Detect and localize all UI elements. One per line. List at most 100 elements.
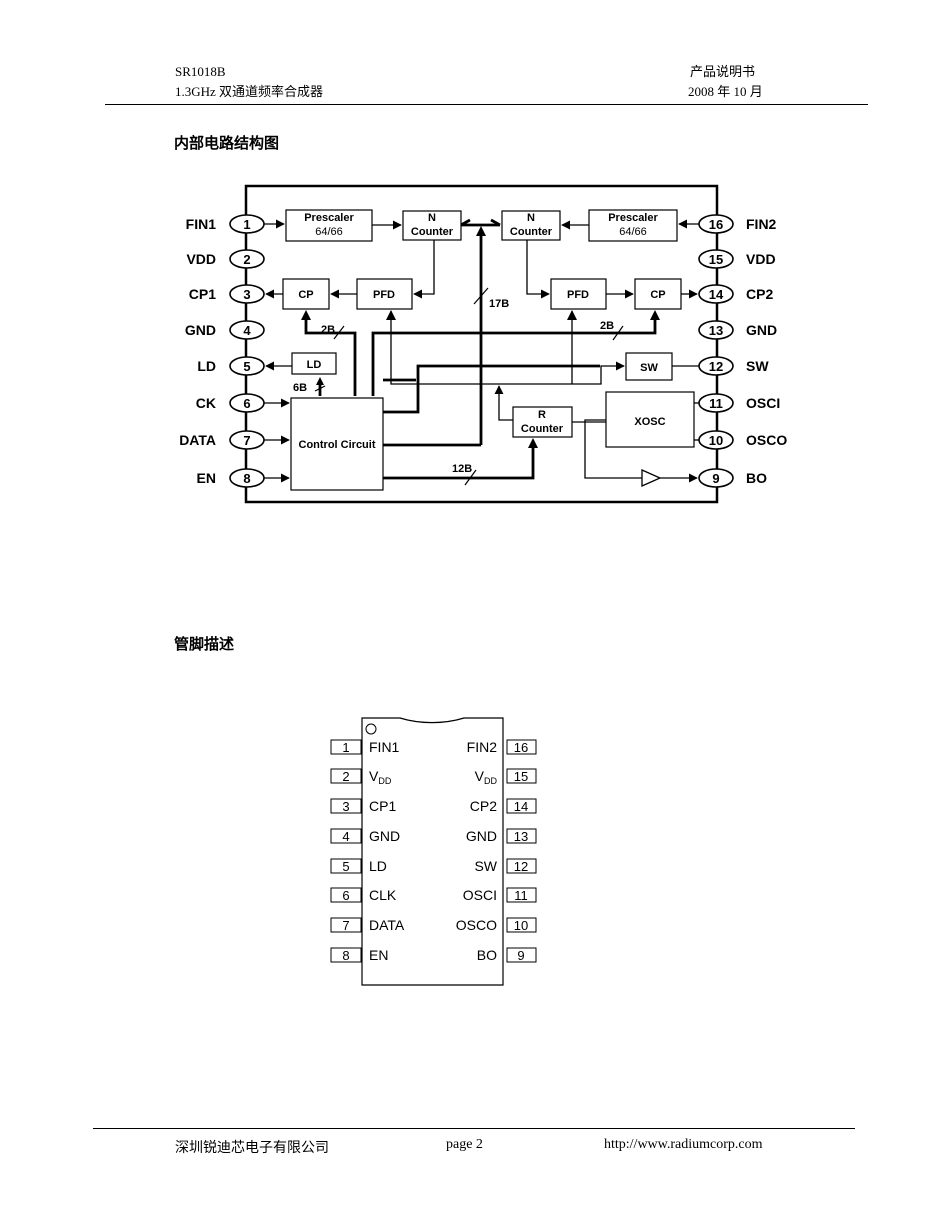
package-right-pin-name: FIN2: [467, 739, 498, 755]
left-pin-name: VDD: [186, 251, 216, 267]
left-pin-number: 5: [243, 359, 250, 374]
doc-model: SR1018B: [175, 64, 226, 79]
r-counter-block: [512, 406, 573, 438]
right-pin-name: OSCO: [746, 432, 787, 448]
package-right-pin-number: 16: [514, 740, 528, 755]
right-pin-number: 10: [709, 433, 723, 448]
pfd2-label: PFD: [567, 289, 589, 301]
bus-2b-right-label: 2B: [600, 320, 614, 332]
footer-rule: [93, 1128, 855, 1129]
package-right-pin-number: 10: [514, 918, 528, 933]
left-pin-name: CP1: [189, 286, 216, 302]
prescaler1-label2: 64/66: [315, 226, 343, 238]
left-pin-name: CK: [196, 395, 216, 411]
prescaler2-label1: Prescaler: [608, 212, 658, 224]
package-right-pin-number: 15: [514, 769, 528, 784]
prescaler2-label2: 64/66: [619, 226, 647, 238]
package-left-pin-box: [330, 887, 362, 903]
package-right-pin-name: CP2: [470, 798, 497, 814]
prescaler1-label1: Prescaler: [304, 212, 354, 224]
right-pin-circle: [698, 284, 734, 304]
package-left-pin-box: [330, 739, 362, 755]
package-left-pin-name: CLK: [369, 887, 397, 903]
prescaler2-block: [588, 209, 678, 242]
left-pin-number: 3: [243, 287, 250, 302]
cp1-block: [282, 278, 330, 310]
left-pin-number: 1: [243, 217, 250, 232]
right-pin-number: 16: [709, 217, 723, 232]
package-left-pin-box: [330, 917, 362, 933]
left-pin-circle: [229, 284, 265, 304]
right-pin-circle: [698, 249, 734, 269]
package-right-pin-name: BO: [477, 947, 497, 963]
package-left-pin-name: DATA: [369, 917, 405, 933]
package-left-pin-box: [330, 798, 362, 814]
chip-outline: [244, 184, 719, 504]
right-pin-circle: [698, 468, 734, 488]
package-right-pin-name: SW: [474, 858, 497, 874]
footer-company: 深圳锐迪芯电子有限公司: [175, 1141, 329, 1156]
left-pin-circle: [229, 320, 265, 340]
package-right-pin-number: 11: [514, 888, 528, 903]
right-pin-name: OSCI: [746, 395, 780, 411]
sw-block: [625, 352, 673, 381]
package-left-pin-name: CP1: [369, 798, 396, 814]
package-right-pin-box: [506, 887, 537, 903]
bus-2b-left-label: 2B: [321, 324, 335, 336]
ld-label: LD: [307, 359, 322, 371]
package-left-pin-number: 5: [342, 859, 349, 874]
right-pin-number: 13: [709, 323, 723, 338]
left-pin-name: FIN1: [186, 216, 217, 232]
r-counter-label2: Counter: [521, 423, 564, 435]
r-counter-label1: R: [538, 409, 546, 421]
left-pin-name: LD: [197, 358, 216, 374]
n2-label2: Counter: [510, 226, 553, 238]
cp2-label: CP: [650, 289, 665, 301]
package-left-pin-name: FIN1: [369, 739, 400, 755]
package-right-pin-box: [506, 947, 537, 963]
xosc-label: XOSC: [634, 416, 665, 428]
package-right-pin-box: [506, 828, 537, 844]
doc-subtitle: 1.3GHz 双通道频率合成器: [175, 84, 324, 99]
control-circuit-label: Control Circuit: [299, 439, 376, 451]
package-right-pin-number: 13: [514, 829, 528, 844]
n1-label1: N: [428, 212, 436, 224]
package-left-pin-number: 4: [342, 829, 349, 844]
package-right-pin-box: [506, 858, 537, 874]
package-right-pin-number: 14: [514, 799, 528, 814]
header-rule: [105, 104, 868, 105]
right-pin-number: 9: [712, 471, 719, 486]
n1-label2: Counter: [411, 226, 454, 238]
left-pin-number: 7: [243, 433, 250, 448]
right-pin-name: BO: [746, 470, 767, 486]
left-pin-number: 4: [243, 323, 251, 338]
package-right-pin-number: 9: [517, 948, 524, 963]
package-right-pin-name: OSCI: [463, 887, 497, 903]
right-pin-name: FIN2: [746, 216, 777, 232]
cp1-label: CP: [298, 289, 313, 301]
block-diagram-title: 内部电路结构图: [174, 134, 280, 152]
package-left-pin-number: 2: [342, 769, 349, 784]
pfd1-label: PFD: [373, 289, 395, 301]
package-right-pin-name: GND: [466, 828, 497, 844]
footer-url: http://www.radiumcorp.com: [604, 1137, 763, 1152]
package-right-pin-box: [506, 768, 537, 784]
package-left-pin-number: 8: [342, 948, 349, 963]
package-left-pin-name: VDD: [369, 768, 392, 786]
bus-6b-label: 6B: [293, 382, 307, 394]
right-pin-number: 15: [709, 252, 723, 267]
package-right-pin-box: [506, 917, 537, 933]
pin-description-title: 管脚描述: [174, 635, 235, 653]
doc-date: 2008 年 10 月: [688, 84, 763, 99]
left-pin-circle: [229, 249, 265, 269]
right-pin-name: VDD: [746, 251, 776, 267]
right-pin-number: 12: [709, 359, 723, 374]
package-left-pin-box: [330, 828, 362, 844]
right-pin-number: 11: [709, 396, 723, 411]
right-pin-name: GND: [746, 322, 777, 338]
package-left-pin-name: LD: [369, 858, 387, 874]
package-left-pin-name: GND: [369, 828, 400, 844]
